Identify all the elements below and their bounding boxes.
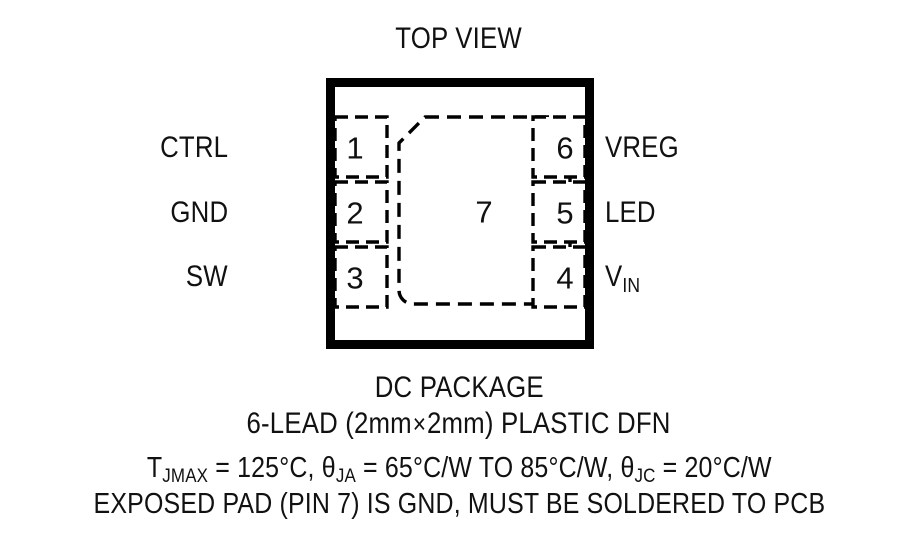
pin-label-gnd-text: GND xyxy=(170,196,228,229)
pin-label-gnd: GND xyxy=(8,198,228,228)
pin-number-3: 3 xyxy=(346,261,363,296)
pin-label-sw-text: SW xyxy=(186,260,228,293)
figure-title: TOP VIEW xyxy=(0,22,918,56)
pin-label-vreg-text: VREG xyxy=(605,131,679,164)
lead-info-prefix: 6-LEAD (2mm xyxy=(246,407,413,440)
theta-ja-symbol: θ xyxy=(321,452,336,484)
theta-jc-symbol: θ xyxy=(620,452,635,484)
pin-label-led: LED xyxy=(605,198,865,228)
caption-thermal-spec-text: TJMAX = 125°C, θJA = 65°C/W TO 85°C/W, θ… xyxy=(147,452,772,487)
package-body-diagram: 7 1 2 3 6 5 4 xyxy=(229,66,689,362)
exposed-pad-number: 7 xyxy=(475,195,492,230)
package-outline-overlay xyxy=(326,78,594,349)
pin-label-vin: VIN xyxy=(605,260,865,297)
pin-label-vin-text: VIN xyxy=(605,260,641,297)
pin-pad-3 xyxy=(333,245,389,309)
tjmax-symbol: T xyxy=(146,452,162,484)
pin-label-ctrl: CTRL xyxy=(8,133,228,163)
pin-label-led-text: LED xyxy=(605,196,656,229)
tjmax-subscript: JMAX xyxy=(161,465,208,488)
pin-pad-1 xyxy=(333,115,389,179)
caption-thermal-spec: TJMAX = 125°C, θJA = 65°C/W TO 85°C/W, θ… xyxy=(0,452,918,487)
pin-number-5: 5 xyxy=(556,196,573,231)
theta-jc-value: = 20°C/W xyxy=(655,452,772,484)
pin-label-sw: SW xyxy=(8,262,228,292)
pin-label-ctrl-text: CTRL xyxy=(159,131,228,164)
theta-ja-value: = 65°C/W TO 85°C/W, xyxy=(355,452,621,484)
theta-ja-subscript: JA xyxy=(335,465,356,488)
caption-lead-info-text: 6-LEAD (2mm×2mm) PLASTIC DFN xyxy=(247,408,671,440)
pin-label-vreg: VREG xyxy=(605,133,865,163)
caption-package-name-text: DC PACKAGE xyxy=(374,371,544,404)
pin-number-6: 6 xyxy=(556,131,573,166)
tjmax-value: = 125°C, xyxy=(207,452,322,484)
pin-number-1: 1 xyxy=(346,131,363,166)
theta-jc-subscript: JC xyxy=(634,465,656,488)
pin-number-2: 2 xyxy=(346,196,363,231)
caption-exposed-pad-note-text: EXPOSED PAD (PIN 7) IS GND, MUST BE SOLD… xyxy=(93,488,825,520)
multiplication-sign-icon: × xyxy=(413,409,427,439)
figure-title-text: TOP VIEW xyxy=(395,22,523,55)
lead-info-suffix: 2mm) PLASTIC DFN xyxy=(427,407,672,440)
caption-exposed-pad-note: EXPOSED PAD (PIN 7) IS GND, MUST BE SOLD… xyxy=(0,488,918,520)
pin-pad-2 xyxy=(333,180,389,244)
caption-package-name: DC PACKAGE xyxy=(0,372,918,404)
pin-number-4: 4 xyxy=(556,261,573,296)
pin-label-vin-base: V xyxy=(605,260,623,293)
pin-label-vin-subscript: IN xyxy=(622,274,641,297)
caption-lead-info: 6-LEAD (2mm×2mm) PLASTIC DFN xyxy=(0,408,918,440)
